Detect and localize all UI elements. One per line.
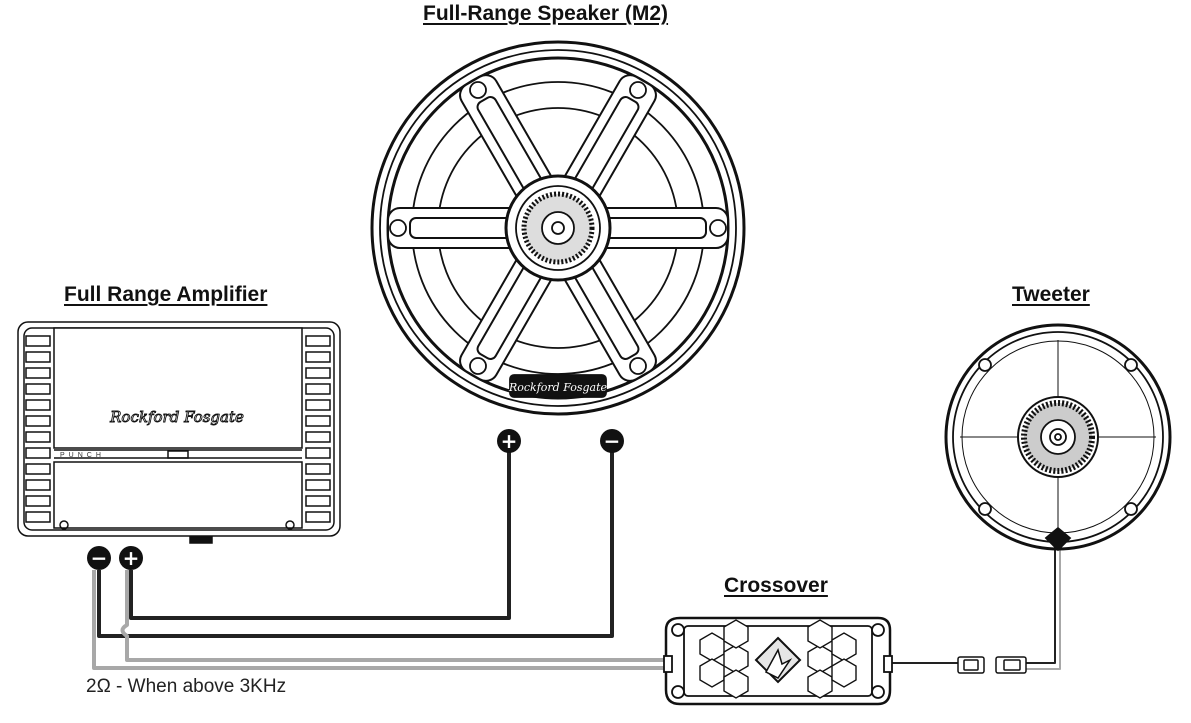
amplifier-left-fins xyxy=(25,335,51,523)
svg-text:+: + xyxy=(501,429,518,453)
impedance-note: 2Ω - When above 3KHz xyxy=(86,676,287,697)
tweeter xyxy=(944,323,1172,552)
svg-text:−: − xyxy=(91,546,108,570)
speaker-brand-logo: Rockford Fosgate xyxy=(508,381,608,394)
crossover xyxy=(663,616,893,706)
speaker-title: Full-Range Speaker (M2) xyxy=(423,2,669,25)
full-range-speaker: Rockford Fosgate xyxy=(370,40,746,416)
crossover-hex-pattern xyxy=(699,619,857,699)
amplifier-negative-terminal: − xyxy=(87,546,111,570)
amplifier: PUNCH Rockford Fosgate xyxy=(17,321,341,544)
amplifier-brand-logo: Rockford Fosgate xyxy=(109,408,244,426)
crossover-title: Crossover xyxy=(724,574,828,597)
wire-amp-positive-to-crossover xyxy=(120,570,672,662)
wires xyxy=(92,450,1061,670)
tweeter-title: Tweeter xyxy=(1012,283,1090,306)
wire-amp-negative-to-crossover xyxy=(92,570,672,670)
amplifier-model-label: PUNCH xyxy=(60,452,105,459)
amplifier-positive-terminal: + xyxy=(119,546,143,570)
tweeter-connector xyxy=(957,656,1027,674)
amplifier-title: Full Range Amplifier xyxy=(64,283,268,306)
wire-amp-negative-to-speaker-negative xyxy=(97,450,614,638)
amplifier-right-fins xyxy=(305,335,331,523)
wire-amp-positive-to-speaker-positive xyxy=(129,450,511,620)
speaker-negative-terminal: − xyxy=(600,429,624,453)
svg-text:+: + xyxy=(123,546,140,570)
svg-text:−: − xyxy=(604,429,621,453)
speaker-positive-terminal: + xyxy=(497,429,521,453)
